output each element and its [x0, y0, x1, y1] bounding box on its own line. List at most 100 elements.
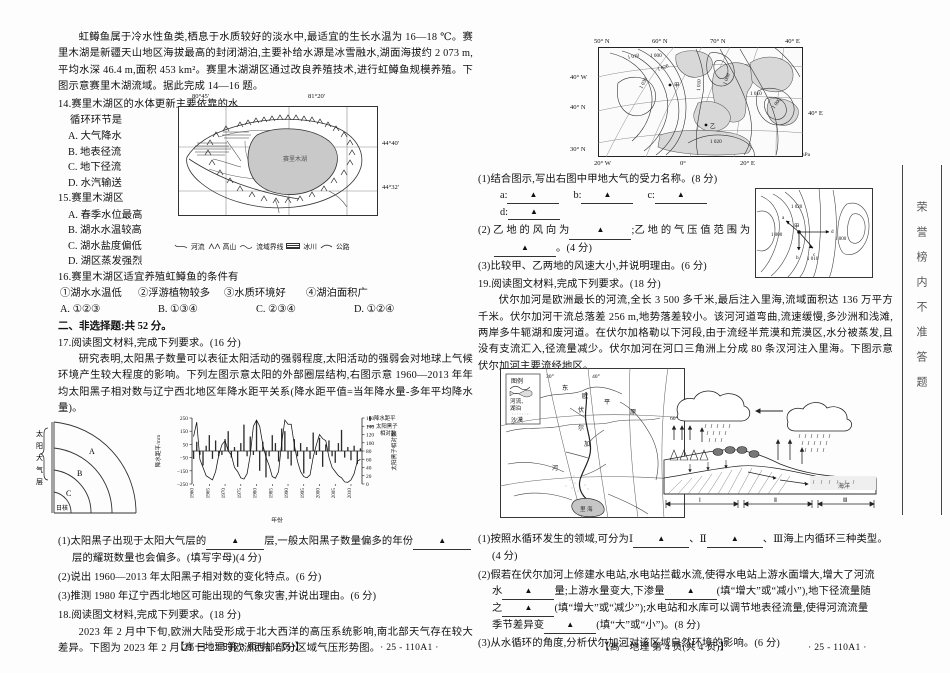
svg-text:Ⅱ: Ⅱ [774, 498, 777, 504]
q18-blank-c[interactable]: ▲ [654, 187, 707, 204]
question-17-lead: 17.阅读图文材料,完成下列要求。(16 分) [58, 336, 473, 352]
svg-text:阳: 阳 [36, 441, 43, 450]
q19-sub2-l4a: 季节差异变 [492, 620, 545, 632]
q19-sub-2-l3: 之▲(填“增大”或“减少”);水电站和水库可以调节地表径流量,使得河流流量 [478, 601, 893, 618]
svg-text:Ⅲ: Ⅲ [843, 498, 847, 504]
eu-lon-50n: 50° N [594, 38, 610, 45]
river-icon [174, 244, 188, 248]
q14-option-a[interactable]: A. 大气降水 [68, 131, 122, 143]
q14-option-c[interactable]: C. 地下径流 [68, 162, 122, 174]
q19-sub2-l4b: (填“大”或“小”)。(8 分) [596, 620, 701, 632]
europe-map-svg: 1 010 1 000 1 020 1 030 1 010 1 000 1 01… [598, 47, 803, 157]
q19-blank-4[interactable]: ▲ [664, 583, 717, 601]
q19-sub2-l3a: 之 [492, 603, 503, 615]
q14-stem-1: 赛里木湖区的水体更新主要依靠的水 [71, 98, 239, 110]
q16-stem-1: 赛里木湖区适宜养殖虹鳟鱼的条件有 [71, 271, 239, 283]
q15-option-a[interactable]: A. 春季水位最高 [68, 209, 143, 221]
q15-option-d[interactable]: D. 湖区蒸发强烈 [68, 256, 143, 268]
eu-lon-60n: 60° N [652, 38, 668, 45]
legend-glacier: 冰川 [303, 244, 317, 251]
q16-option-c[interactable]: C. ②③④ [256, 303, 296, 315]
svg-text:1960: 1960 [190, 488, 196, 499]
q19-sub2-l2a: 水 [492, 585, 503, 597]
svg-text:1970: 1970 [221, 488, 227, 499]
eu-lat-40w: 40° W [570, 74, 587, 81]
eu-lon-40e: 40° E [785, 38, 800, 45]
svg-text:尔: 尔 [578, 424, 584, 432]
q19-blank-5[interactable]: ▲ [502, 600, 555, 618]
svg-text:河: 河 [552, 464, 558, 472]
q19-sub-2-l1: (2)假若在伏尔加河上修建水电站,水电站拦截水流,使得水电站上游水面增大,增大了… [478, 569, 875, 581]
sun-layers-diagram: 太 阳 大 气 层 A B C 日核 [8, 418, 143, 523]
map-legend: 河流 高山 流域界线 冰川 公路 [174, 241, 350, 251]
svg-text:a: a [782, 215, 785, 221]
q19-sub2-l3b: (填“增大”或“减少”);水电站和水库可以调节地表径流量,使得河流流量 [554, 603, 869, 615]
q19-blank-6[interactable]: ▲ [544, 617, 597, 635]
svg-text:60: 60 [366, 457, 372, 463]
side-rule-right [941, 165, 942, 515]
q18-blank-a[interactable]: ▲ [507, 187, 560, 204]
q15-option-c[interactable]: C. 湖水盐度偏低 [68, 240, 142, 252]
svg-text:伏: 伏 [578, 406, 584, 414]
q19-sub1-a: (1)按照水循环发生的领域,可分为Ⅰ [478, 534, 634, 546]
point-yi-marker [704, 123, 708, 127]
map-frame: 赛里木湖 [178, 106, 378, 216]
svg-text:太: 太 [36, 429, 43, 438]
q14-stem-2: 循环环节是 [70, 114, 123, 126]
q18-material: 2023 年 2 月中下旬,欧洲大陆受形成于北大西洋的高压系统影响,南北部天气存… [58, 626, 473, 655]
legend-river: 河流 [191, 244, 205, 251]
svg-text:−50: −50 [180, 456, 189, 462]
road-icon [320, 244, 333, 248]
svg-text:原: 原 [630, 409, 636, 416]
q16-option-a[interactable]: A. ①②③ [60, 303, 101, 315]
svg-text:海洋: 海洋 [838, 482, 850, 490]
svg-text:1990: 1990 [284, 488, 290, 499]
q16-sub-3: ③水质环境好 [224, 288, 286, 300]
q19-sub2-l2c: (填“增大”或“减小”),地下径流量随 [716, 585, 871, 597]
eu-lon-70n: 70° N [710, 38, 726, 45]
question-16-stem: 16.赛里木湖区适宜养殖虹鳟鱼的条件有 [58, 270, 473, 286]
q14-option-d[interactable]: D. 水汽输送 [68, 177, 122, 189]
question-15-stem: 15.赛里木湖区 [58, 191, 473, 207]
legend-basin: 流域界线 [256, 244, 284, 251]
q18-number: 18. [58, 610, 72, 622]
q18-blank-wind[interactable]: ▲ [569, 222, 632, 240]
q18-blank-pressure[interactable]: ▲ [494, 240, 556, 257]
svg-text:1 000: 1 000 [650, 53, 662, 59]
q16-sub-4: ④湖泊面积广 [306, 288, 368, 300]
q18-blank-b[interactable]: ▲ [581, 187, 634, 204]
basin-boundary-icon [239, 244, 253, 249]
svg-text:相对数: 相对数 [380, 429, 397, 437]
q14-number: 14. [58, 98, 72, 110]
q16-option-b[interactable]: B. ①③④ [158, 303, 198, 315]
eu-bot-20w: 20° W [594, 160, 611, 167]
svg-text:20: 20 [366, 474, 372, 480]
svg-text:100: 100 [366, 441, 374, 447]
q16-option-d[interactable]: D. ①②④ [354, 303, 395, 315]
svg-text:1 000: 1 000 [835, 237, 847, 242]
svg-text:大: 大 [36, 453, 43, 462]
svg-text:2000: 2000 [316, 488, 322, 499]
q17-blank-1[interactable]: ▲ [206, 533, 265, 550]
q18-blank-d[interactable]: ▲ [508, 204, 561, 221]
q19-lead-text: 阅读图文材料,完成下列要求。(18 分) [491, 279, 661, 290]
sayram-lake-map: 80°45' 81°20' 44°40' 44°32' 赛里木湖 [158, 88, 408, 253]
svg-text:140: 140 [366, 424, 374, 430]
chart-svg: −250−150−5050150250020406080100120140160… [154, 414, 398, 524]
q19-sub-3: (3)从水循环的角度,分析伏尔加河对该区域自然环境的影响。(6 分) [478, 638, 780, 650]
q17-blank-2[interactable]: ▲ [413, 533, 472, 550]
q19-blank-2[interactable]: ▲ [706, 531, 763, 549]
footer-page3-center: 【高一地理 第 3 页(共 4 页)】 [175, 642, 305, 653]
water-cycle-svg: 海洋 [663, 390, 877, 508]
q19-blank-1[interactable]: ▲ [633, 531, 690, 549]
svg-text:沙漠: 沙漠 [511, 416, 523, 424]
svg-text:太阳黑子相对数: 太阳黑子相对数 [390, 431, 398, 471]
q19-blank-3[interactable]: ▲ [502, 583, 555, 601]
svg-text:80: 80 [366, 449, 372, 455]
q15-option-b[interactable]: B. 湖水水温较高 [68, 225, 142, 237]
svg-text:河流、: 河流、 [510, 397, 527, 405]
svg-text:加: 加 [584, 440, 590, 448]
q14-option-b[interactable]: B. 地表径流 [68, 146, 122, 158]
q15-number: 15. [58, 193, 72, 205]
